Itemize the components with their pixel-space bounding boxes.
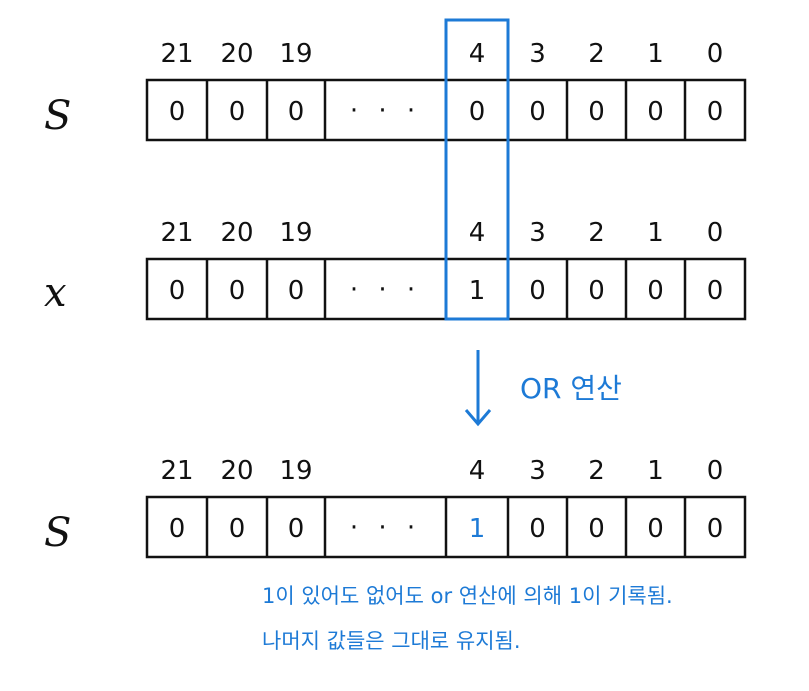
bit-cell: 0 [288, 514, 305, 544]
bit-index: 21 [160, 456, 193, 486]
bit-cell: 0 [288, 276, 305, 306]
bit-index: 2 [588, 218, 605, 248]
ellipsis: · · · [350, 96, 421, 126]
bit-cell: 0 [229, 97, 246, 127]
bit-index: 0 [707, 456, 724, 486]
bit-cell: 0 [707, 276, 724, 306]
bit-cell: 0 [529, 97, 546, 127]
bit-index: 4 [469, 218, 486, 248]
bit-index: 2 [588, 456, 605, 486]
bit-index: 1 [647, 456, 664, 486]
bit-index: 2 [588, 39, 605, 69]
bit-cell: 0 [169, 276, 186, 306]
bit-cell: 0 [229, 276, 246, 306]
bit-cell: 1 [469, 276, 486, 306]
ellipsis: · · · [350, 275, 421, 305]
bit-cell: 0 [169, 514, 186, 544]
ellipsis: · · · [350, 513, 421, 543]
bit-cell: 0 [169, 97, 186, 127]
operation-label: OR 연산 [520, 372, 622, 405]
bit-index: 4 [469, 39, 486, 69]
bit-cell: 0 [647, 514, 664, 544]
bit-cell: 0 [588, 97, 605, 127]
bit-cell: 0 [707, 97, 724, 127]
note-line-1: 1이 있어도 없어도 or 연산에 의해 1이 기록됨. [262, 584, 673, 608]
bit-index: 1 [647, 218, 664, 248]
bit-cell: 0 [469, 97, 486, 127]
bit-index: 3 [529, 218, 546, 248]
note-line-2: 나머지 값들은 그대로 유지됨. [262, 629, 521, 653]
bit-index: 20 [220, 456, 253, 486]
bit-index: 4 [469, 456, 486, 486]
bit-index: 19 [279, 456, 312, 486]
row-label: S [44, 93, 71, 139]
bit-cell: 0 [588, 276, 605, 306]
bit-cell: 0 [707, 514, 724, 544]
bit-index: 0 [707, 218, 724, 248]
bit-index: 3 [529, 39, 546, 69]
bit-index: 3 [529, 456, 546, 486]
bit-index: 20 [220, 39, 253, 69]
bit-cell: 0 [529, 276, 546, 306]
bit-index: 19 [279, 39, 312, 69]
bit-index: 20 [220, 218, 253, 248]
bit-cell: 0 [288, 97, 305, 127]
bit-cell: 0 [229, 514, 246, 544]
bit-cell: 0 [529, 514, 546, 544]
bit-index: 21 [160, 218, 193, 248]
row-label: S [44, 510, 71, 556]
bit-cell: 0 [647, 97, 664, 127]
bit-cell: 1 [469, 514, 486, 544]
bit-index: 19 [279, 218, 312, 248]
bit-cell: 0 [647, 276, 664, 306]
bit-index: 21 [160, 39, 193, 69]
highlight-column-box [444, 18, 510, 321]
row-label: x [44, 270, 67, 316]
bit-index: 0 [707, 39, 724, 69]
bit-index: 1 [647, 39, 664, 69]
bit-cell: 0 [588, 514, 605, 544]
down-arrow-icon [464, 350, 492, 427]
